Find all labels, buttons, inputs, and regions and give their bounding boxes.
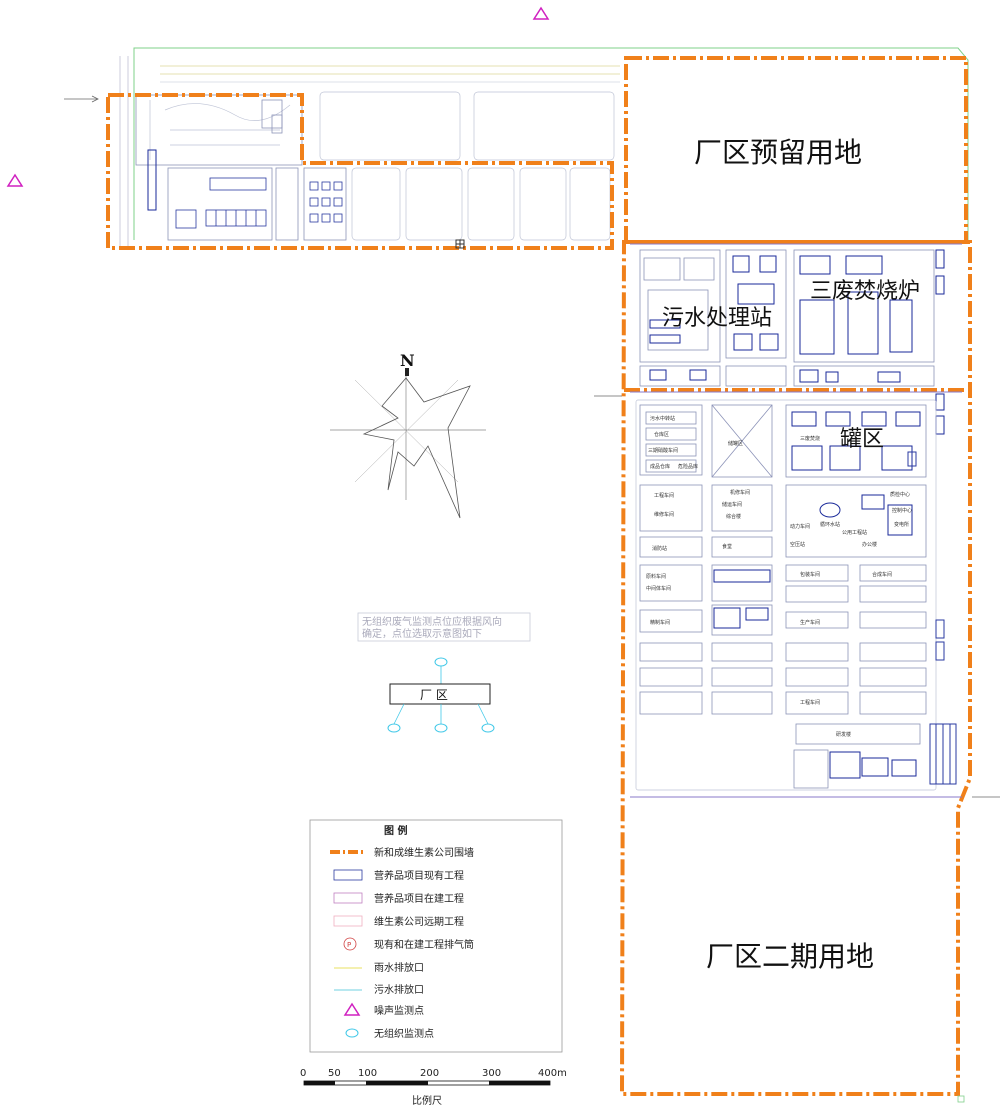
building-label: 消防站 <box>652 545 667 552</box>
building-label: 变电所 <box>894 521 909 528</box>
building-label: 研发楼 <box>836 731 851 738</box>
central-plant-buildings <box>635 399 957 791</box>
area-label-reserve: 厂区预留用地 <box>694 136 862 169</box>
monitoring-schematic <box>387 657 495 733</box>
legend: 图 例 新和成维生素公司围墙 营养品项目现有工程 营养品项目在建工程 维生素公司… <box>309 819 563 1053</box>
building-label: 食堂 <box>722 543 732 550</box>
north-strip-roads <box>119 56 620 250</box>
legend-title: 图 例 <box>384 824 407 837</box>
building-label: 控制中心 <box>892 507 912 514</box>
building-label: 成品仓库 <box>650 463 670 470</box>
factory-walls <box>106 56 972 1096</box>
north-strip-blocks <box>319 91 615 241</box>
building-label: 办公楼 <box>862 541 877 548</box>
building-label: 精制车间 <box>650 619 670 626</box>
wind-rose <box>330 368 486 519</box>
area-label-sewage: 污水处理站 <box>662 306 772 331</box>
scale-tick: 0 <box>300 1068 306 1079</box>
building-label: 综合楼 <box>726 513 741 520</box>
area-label-phase2: 厂区二期用地 <box>706 940 874 973</box>
scale-tick: 300 <box>482 1068 501 1079</box>
legend-label: 维生素公司远期工程 <box>374 915 464 928</box>
north-label: N <box>400 351 415 370</box>
building-label: 中间体车间 <box>646 585 671 592</box>
outer-green-boundary <box>133 47 969 240</box>
scale-tick: 400m <box>538 1068 567 1079</box>
building-label: 循环水站 <box>820 521 840 528</box>
scale-tick: 200 <box>420 1068 439 1079</box>
building-label: 三期硝酸车间 <box>648 447 678 454</box>
legend-label: 污水排放口 <box>374 983 424 996</box>
outlet-markers <box>64 95 1000 1103</box>
building-label: 生产车间 <box>800 619 820 626</box>
svg-text:P: P <box>347 941 351 949</box>
building-label: 工程车间 <box>654 492 674 499</box>
legend-label: 营养品项目在建工程 <box>374 892 464 905</box>
area-label-incinerator: 三废焚烧炉 <box>810 279 920 304</box>
building-label: 动力车间 <box>790 523 810 530</box>
building-label: 包装车间 <box>800 571 820 578</box>
noise-point-icon <box>532 6 550 20</box>
building-label: 危险品库 <box>678 463 698 470</box>
scale-bar: 0 50 100 200 300 400m 比例尺 <box>300 1068 567 1107</box>
noise-point-icon <box>6 173 24 187</box>
building-label: 储罐区 <box>728 440 743 447</box>
building-label: 三废焚烧 <box>800 435 820 442</box>
building-label: 仓库区 <box>654 431 669 438</box>
building-label: 污水中转站 <box>650 415 675 422</box>
legend-label: 无组织监测点 <box>374 1027 434 1040</box>
building-label: 公用工程站 <box>842 529 867 536</box>
schematic-label: 厂 区 <box>420 688 448 702</box>
fugitive-note: 无组织废气监测点位应根据风向 确定，点位选取示意图如下 <box>357 612 531 642</box>
building-label: 原料车间 <box>646 573 666 580</box>
northwest-complex <box>135 94 347 241</box>
legend-label: 雨水排放口 <box>374 961 424 974</box>
scale-tick: 50 <box>328 1068 341 1079</box>
scale-tick: 100 <box>358 1068 377 1079</box>
legend-label: 现有和在建工程排气筒 <box>374 938 474 951</box>
building-label: 储运车间 <box>722 501 742 508</box>
building-label: 质检中心 <box>890 491 910 498</box>
legend-label: 营养品项目现有工程 <box>374 869 464 882</box>
building-label: 空压站 <box>790 541 805 548</box>
building-label: 工程车间 <box>800 699 820 706</box>
sewage-incinerator-buildings <box>639 249 945 435</box>
building-label: 机修车间 <box>730 489 750 496</box>
note-line-1: 无组织废气监测点位应根据风向 <box>362 615 502 628</box>
small-building-labels: 污水中转站 仓库区 三期硝酸车间 成品仓库 危险品库 储罐区 三废焚烧 工程车间… <box>646 415 912 738</box>
legend-label: 新和成维生素公司围墙 <box>374 846 474 859</box>
building-label: 合成车间 <box>872 571 892 578</box>
area-label-tank: 罐区 <box>840 427 884 452</box>
scale-label: 比例尺 <box>412 1094 442 1107</box>
building-label: 维修车间 <box>654 511 674 518</box>
note-line-2: 确定，点位选取示意图如下 <box>362 627 482 640</box>
legend-label: 噪声监测点 <box>374 1004 424 1017</box>
